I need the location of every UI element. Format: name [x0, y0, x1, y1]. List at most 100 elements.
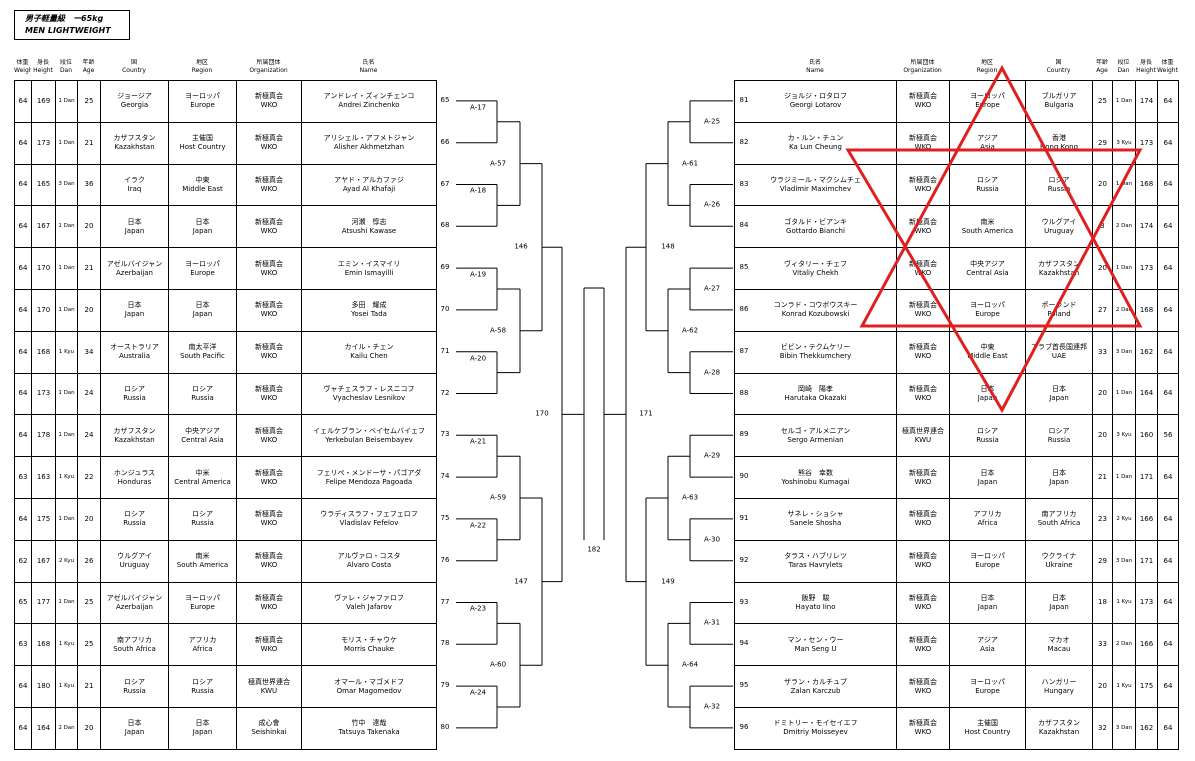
left-seed-number: 77 [440, 597, 450, 606]
cell-text-en: Georgi Lotarov [789, 101, 842, 110]
cell-text-en: Europe [190, 268, 215, 277]
cell-text-jp: ビビン・テクムケリー [780, 343, 851, 352]
cell-value: 173 [1139, 598, 1154, 607]
cell-text-en: WKO [914, 644, 932, 653]
cell-text-en: Europe [975, 561, 1000, 570]
cell-text-en: Emin Ismayilli [344, 268, 394, 277]
cell-value: 1 Kyu [58, 348, 75, 355]
cell-text-jp: ザラン・カルチュブ [784, 677, 847, 686]
cell-text-jp: 主催国 [977, 719, 998, 728]
cell-value: 170 [36, 305, 51, 314]
cell-text-en: WKO [260, 477, 278, 486]
cell-text-jp: 中東 [195, 175, 210, 184]
match-label: A-21 [469, 437, 487, 446]
cell-text-jp: フェリペ・メンドーサ・パゴアダ [316, 468, 422, 477]
cell-text-en: KWU [260, 686, 278, 695]
match-label: A-61 [681, 159, 699, 168]
cell-text-en: Russia [976, 435, 999, 444]
left-seed-number: 79 [440, 681, 450, 690]
cell-value: 21 [84, 264, 94, 273]
cell-text-jp: アゼルバイジャン [106, 259, 163, 268]
cell-text-jp: モリス・チャウケ [341, 635, 397, 644]
right-seed-number: 95 [739, 681, 749, 690]
match-label: A-22 [469, 521, 487, 530]
match-number: 148 [661, 242, 675, 251]
cell-value: 166 [1139, 514, 1154, 523]
cell-value: 64 [18, 305, 28, 314]
cell-text-en: Man Seng U [794, 644, 837, 653]
header-en: Country [122, 67, 146, 74]
cell-value: 29 [1098, 556, 1107, 565]
cell-text-en: Africa [977, 519, 998, 528]
right-seed-number: 81 [739, 95, 749, 104]
cell-value: 64 [18, 264, 28, 273]
left-seed-number: 73 [440, 430, 450, 439]
cell-text-en: Host Country [179, 143, 226, 152]
cell-text-en: WKO [260, 268, 278, 277]
cell-value: 175 [36, 514, 51, 523]
match-label: A-28 [703, 368, 721, 377]
cell-value: 178 [36, 431, 51, 440]
cell-value: 64 [18, 180, 28, 189]
cell-text-jp: ロシア [977, 426, 998, 435]
cell-value: 64 [1163, 222, 1173, 231]
header-en: Age [82, 67, 95, 74]
cell-value: 167 [36, 556, 51, 565]
cell-text-en: South Africa [1037, 519, 1081, 528]
cell-text-jp: 日本 [127, 719, 142, 728]
cell-text-en: Valeh Jafarov [346, 602, 392, 611]
cell-text-en: KWU [914, 435, 932, 444]
header-jp: 身長 [36, 59, 49, 66]
left-seed-number: 74 [440, 472, 450, 481]
cell-value: 2 Dan [1115, 641, 1133, 648]
cell-value: 171 [1139, 556, 1154, 565]
cell-value: 177 [36, 598, 51, 607]
header-en: Weight [1157, 67, 1178, 74]
cell-text-jp: アフリカ [973, 510, 1002, 519]
cell-text-en: Alisher Akhmetzhan [333, 143, 405, 152]
cell-value: 64 [1163, 723, 1173, 732]
cell-value: 22 [84, 473, 94, 482]
cell-text-jp: 日本 [980, 468, 995, 477]
cell-value: 64 [1163, 598, 1173, 607]
cell-value: 63 [18, 473, 28, 482]
division-title-en: MEN LIGHTWEIGHT [25, 26, 111, 35]
cell-value: 64 [18, 682, 28, 691]
cell-text-jp: 新極真会 [255, 217, 283, 226]
cell-text-jp: ホンジュラス [113, 468, 156, 477]
header-jp: 所属団体 [256, 59, 281, 66]
cell-text-en: WKO [914, 477, 932, 486]
match-label: A-58 [489, 326, 507, 335]
cell-text-en: Dmitriy Moisseyev [783, 728, 848, 737]
cell-text-en: Russia [1047, 435, 1071, 444]
match-label: A-24 [469, 688, 487, 697]
match-label: A-19 [469, 270, 487, 279]
cell-value: 33 [1098, 640, 1107, 649]
cell-text-jp: カザフスタン [1038, 719, 1080, 728]
match-number: 146 [514, 242, 528, 251]
cell-value: 1 Dan [58, 390, 75, 397]
cell-text-jp: 中央アジア [185, 426, 220, 435]
cell-text-en: Central Asia [181, 435, 224, 444]
cell-text-en: Africa [192, 644, 213, 653]
match-label: A-64 [681, 660, 699, 669]
cell-text-jp: エミン・イスマイリ [337, 259, 401, 268]
header-en: Name [359, 67, 378, 74]
final-match-number: 182 [587, 545, 601, 554]
cell-text-jp: 新極真会 [255, 635, 283, 644]
cell-text-jp: 新極真会 [255, 593, 283, 602]
cell-text-en: Japan [1049, 602, 1069, 611]
cell-text-jp: 日本 [980, 593, 995, 602]
match-label: A-20 [469, 354, 487, 363]
cell-text-jp: 日本 [195, 719, 210, 728]
cell-text-jp: 新極真会 [255, 468, 283, 477]
cell-text-jp: ロシア [192, 384, 213, 393]
header-jp: 所属団体 [910, 59, 935, 66]
cell-value: 174 [1139, 222, 1154, 231]
cell-text-en: WKO [260, 435, 278, 444]
cell-text-en: WKO [260, 310, 278, 319]
